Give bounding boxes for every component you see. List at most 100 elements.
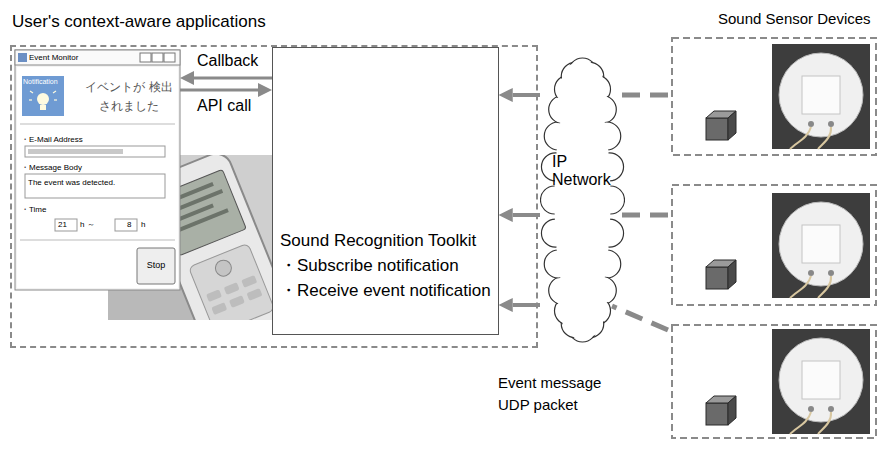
bulb-ray: [30, 91, 33, 93]
bulb-base: [40, 105, 46, 110]
window-text: The event was detected.: [28, 178, 115, 188]
flow-arrow: [513, 93, 540, 97]
edge-label: Callback: [197, 51, 258, 70]
solder-point: [828, 121, 834, 127]
bulb-ray: [53, 91, 56, 93]
window-text: ・Message Body: [21, 163, 82, 173]
edge-label: API call: [197, 96, 251, 115]
network-link: [614, 213, 668, 218]
cloud-outline: [540, 55, 625, 345]
sensor-photo: [772, 329, 870, 434]
message-note: Event message UDP packet: [498, 372, 618, 416]
flow-arrow: [180, 89, 258, 92]
sensor-disc: [779, 338, 863, 422]
sensor-frame: [672, 325, 876, 438]
sensor-pad: [802, 361, 840, 399]
sensor-content: [706, 44, 870, 149]
window-text: Event Monitor: [29, 53, 78, 63]
window-text: 21: [58, 220, 67, 230]
time-field: [55, 219, 77, 231]
event-monitor-window: Event MonitorNotification イベントが 検出されました・E…: [15, 50, 180, 290]
window-frame: [15, 50, 180, 290]
sensor-device: [672, 38, 876, 155]
window-text: Stop: [137, 260, 175, 271]
window-text: Notification: [23, 78, 58, 86]
window-icon: [18, 53, 27, 62]
toolkit-text: ・Receive event notification: [280, 281, 491, 301]
region-heading: User's context-aware applications: [12, 12, 266, 32]
cloud-body: [555, 72, 611, 328]
window-text: h: [141, 220, 145, 230]
flow-arrow: [513, 303, 540, 307]
sensor-content: [706, 329, 870, 434]
window-content: [17, 67, 178, 288]
time-field: [115, 219, 137, 231]
cube-side: [728, 396, 736, 425]
solder-point: [828, 406, 834, 412]
toolkit-box: Sound Recognition Toolkit ・Subscribe noti…: [272, 47, 499, 335]
stop-button: [137, 248, 175, 284]
sensor-frame: [672, 185, 876, 305]
sensor-wire: [790, 412, 811, 434]
sensor-disc: [779, 53, 863, 137]
message-field: [25, 174, 165, 198]
sensor-pad: [802, 76, 840, 114]
window-button: [152, 53, 163, 62]
sensor-device: [672, 325, 876, 438]
phone-keypad: [189, 243, 272, 320]
window-text: 8: [127, 220, 131, 230]
group-heading: Sound Sensor Devices: [718, 10, 871, 28]
cube-front: [706, 267, 728, 289]
sensor-wire: [790, 276, 811, 298]
bulb-icon: [37, 93, 49, 105]
flow-arrow: [194, 77, 272, 80]
cube-front: [706, 403, 728, 425]
phone-key: [211, 302, 227, 315]
sensor-pad: [802, 225, 840, 263]
sensor-device: [672, 185, 876, 305]
window-text: ・Time: [21, 205, 46, 215]
phone-key: [247, 288, 263, 301]
phone-key: [206, 289, 222, 302]
sensor-disc: [779, 202, 863, 286]
notification-tile: [22, 76, 64, 116]
phone-key: [224, 282, 240, 295]
window-button: [140, 53, 151, 62]
solder-point: [828, 270, 834, 276]
bulb-ray: [54, 99, 57, 100]
window-button: [164, 53, 175, 62]
cloud-text: IP Network: [552, 153, 620, 190]
sensor-wire: [818, 276, 831, 298]
window-text: ・E-Mail Address: [21, 135, 83, 145]
email-field: [25, 146, 165, 157]
sensor-frame: [672, 38, 876, 155]
application-region: User's context-aware applicationsEvent M…: [10, 45, 538, 348]
window-text: h ～: [80, 220, 95, 230]
sensor-wire: [790, 127, 811, 149]
screen-line: [175, 208, 228, 233]
separator: [20, 240, 175, 241]
sensor-wire: [818, 127, 831, 149]
separator: [20, 124, 175, 125]
toolkit-text: ・Subscribe notification: [280, 256, 459, 276]
window-text: イベントが 検出されました: [81, 78, 177, 115]
phone-key: [241, 275, 257, 288]
title-bar: [15, 50, 180, 65]
flow-arrow: [513, 213, 540, 217]
network-link: [612, 306, 668, 330]
bulb-ray: [29, 99, 32, 100]
solder-point: [808, 406, 814, 412]
cube-front: [706, 118, 728, 140]
sensor-content: [706, 193, 870, 298]
network-link: [616, 93, 668, 98]
solder-point: [808, 270, 814, 276]
solder-point: [808, 121, 814, 127]
sensor-wire: [818, 412, 831, 434]
phone-key: [213, 258, 234, 279]
cube-side: [728, 260, 736, 289]
sensor-photo: [772, 193, 870, 298]
toolkit-text: Sound Recognition Toolkit: [280, 231, 476, 251]
sensor-photo: [772, 44, 870, 149]
cube-side: [728, 111, 736, 140]
